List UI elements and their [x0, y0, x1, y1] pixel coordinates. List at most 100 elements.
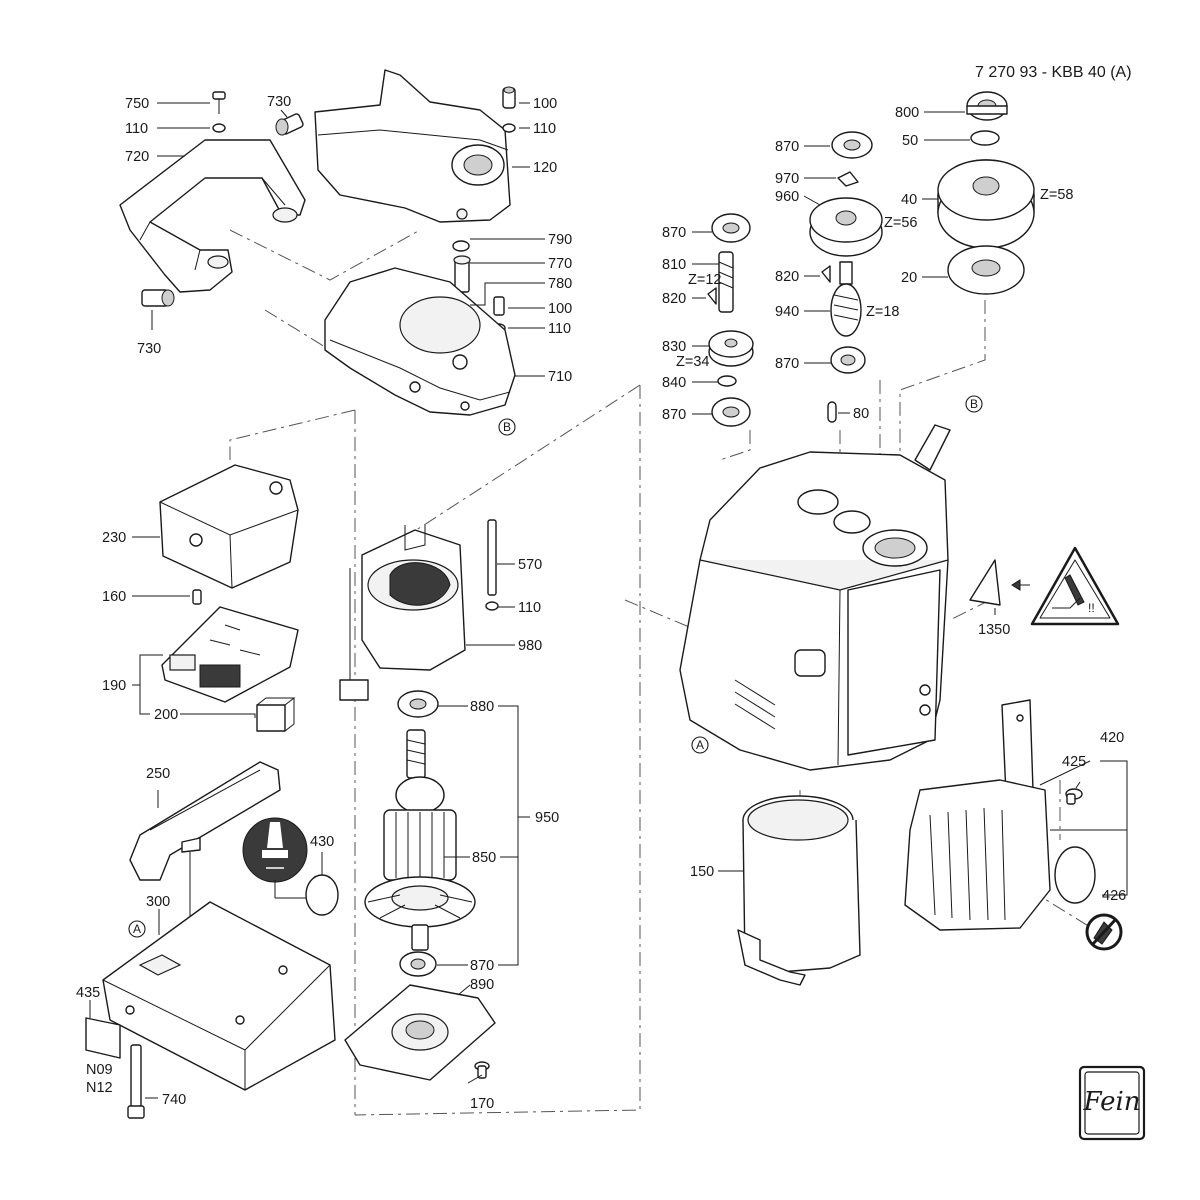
callout-50: 50 [902, 133, 918, 149]
key-820-left [707, 287, 717, 305]
callout-110: 110 [518, 600, 541, 616]
tooth-count-labels: Z=58 Z=56 Z=12 Z=18 Z=34 [676, 187, 1073, 370]
bearing-870-left-top [711, 213, 751, 243]
base-plate-300 [102, 901, 336, 1091]
callout-880: 880 [470, 699, 494, 715]
callout-870: 870 [662, 407, 686, 423]
callout-250: 250 [146, 766, 170, 782]
spacer-770 [453, 255, 471, 293]
callout-110: 110 [125, 121, 148, 137]
callout-200: 200 [154, 707, 178, 723]
screw-570 [487, 519, 497, 596]
callout-960: 960 [775, 189, 799, 205]
pinion-shaft-810 [718, 251, 734, 313]
chip-guard-420 [904, 699, 1051, 931]
pcb-190 [161, 606, 299, 703]
handle-720 [119, 139, 306, 293]
callout-190: 190 [102, 678, 126, 694]
tooth-count-label: Z=58 [1040, 187, 1073, 203]
bearing-800 [966, 91, 1008, 121]
tooth-count-label: Z=12 [688, 272, 721, 288]
callout-940: 940 [775, 304, 799, 320]
bearing-870-mid-right [830, 346, 866, 374]
callout-150: 150 [690, 864, 714, 880]
leader-lines [89, 102, 1128, 1099]
callout-570: 570 [518, 557, 542, 573]
svg-text:!!: !! [1088, 601, 1095, 615]
key-970 [837, 171, 859, 187]
callout-830: 830 [662, 339, 686, 355]
warning-label-1350: !! [969, 546, 1120, 626]
screw-750 [212, 91, 226, 114]
callout-850: 850 [472, 850, 496, 866]
callout-N12: N12 [86, 1080, 113, 1096]
logo-text: Fein [1082, 1087, 1140, 1117]
callout-740: 740 [162, 1092, 186, 1108]
callout-1350: 1350 [978, 622, 1010, 638]
brush-block-200 [256, 697, 296, 732]
pinion-shaft-940 [830, 261, 862, 337]
washer-110-d [485, 601, 499, 611]
callout-800: 800 [895, 105, 919, 121]
retaining-ring-840 [717, 375, 737, 387]
callout-120: 120 [533, 160, 557, 176]
gear-cover-120 [314, 69, 511, 223]
callout-720: 720 [125, 149, 149, 165]
screw-160 [192, 589, 202, 605]
callout-160: 160 [102, 589, 126, 605]
field-coil-980 [339, 525, 466, 701]
callout-790: 790 [548, 232, 572, 248]
callout-750: 750 [125, 96, 149, 112]
cover-230 [159, 464, 299, 589]
armature-850 [364, 729, 476, 951]
callout-970: 970 [775, 171, 799, 187]
screw-425 [1065, 788, 1083, 805]
top-cover-250 [129, 761, 281, 881]
callout-110: 110 [533, 121, 556, 137]
bearing-870-top [831, 131, 873, 159]
screw-740 [127, 1044, 145, 1119]
washer-110-b [502, 123, 516, 133]
gear-housing-710 [324, 267, 516, 416]
tooth-count-label: Z=34 [676, 354, 709, 370]
nameplate-435 [85, 1017, 121, 1059]
end-shield-890 [344, 984, 496, 1081]
callout-810: 810 [662, 257, 686, 273]
reference-markers: B B A A [128, 395, 983, 938]
ref-marker-a: A [696, 738, 704, 752]
callout-710: 710 [548, 369, 572, 385]
gear-830 [708, 330, 754, 367]
label-426 [1054, 846, 1096, 904]
pin-80 [827, 401, 837, 423]
callout-420: 420 [1100, 730, 1124, 746]
bearing-870-armature [399, 951, 437, 977]
callout-840: 840 [662, 375, 686, 391]
screw-730-top [275, 113, 304, 136]
callout-820: 820 [775, 269, 799, 285]
callout-425: 425 [1062, 754, 1086, 770]
callout-730: 730 [267, 94, 291, 110]
ref-marker-b: B [970, 397, 978, 411]
callout-870: 870 [662, 225, 686, 241]
callout-80: 80 [853, 406, 869, 422]
callout-730: 730 [137, 341, 161, 357]
callout-950: 950 [535, 810, 559, 826]
bearing-20 [947, 245, 1025, 295]
callout-426: 426 [1102, 888, 1126, 904]
washer-110-a [212, 123, 226, 133]
callout-N09: N09 [86, 1062, 113, 1078]
callout-435: 435 [76, 985, 100, 1001]
callout-100: 100 [548, 301, 572, 317]
gear-960 [809, 197, 883, 257]
callout-labels: 750 110 720 730 730 100 110 120 790 770 … [76, 94, 1126, 1112]
fein-logo-icon: Fein [1078, 1065, 1146, 1141]
bearing-880 [397, 690, 439, 718]
callout-300: 300 [146, 894, 170, 910]
retaining-ring-50 [970, 130, 1000, 146]
callout-100: 100 [533, 96, 557, 112]
callout-870: 870 [470, 958, 494, 974]
guard-tube-150 [737, 795, 861, 986]
motor-housing [679, 424, 951, 771]
no-grease-sign [1085, 913, 1123, 951]
